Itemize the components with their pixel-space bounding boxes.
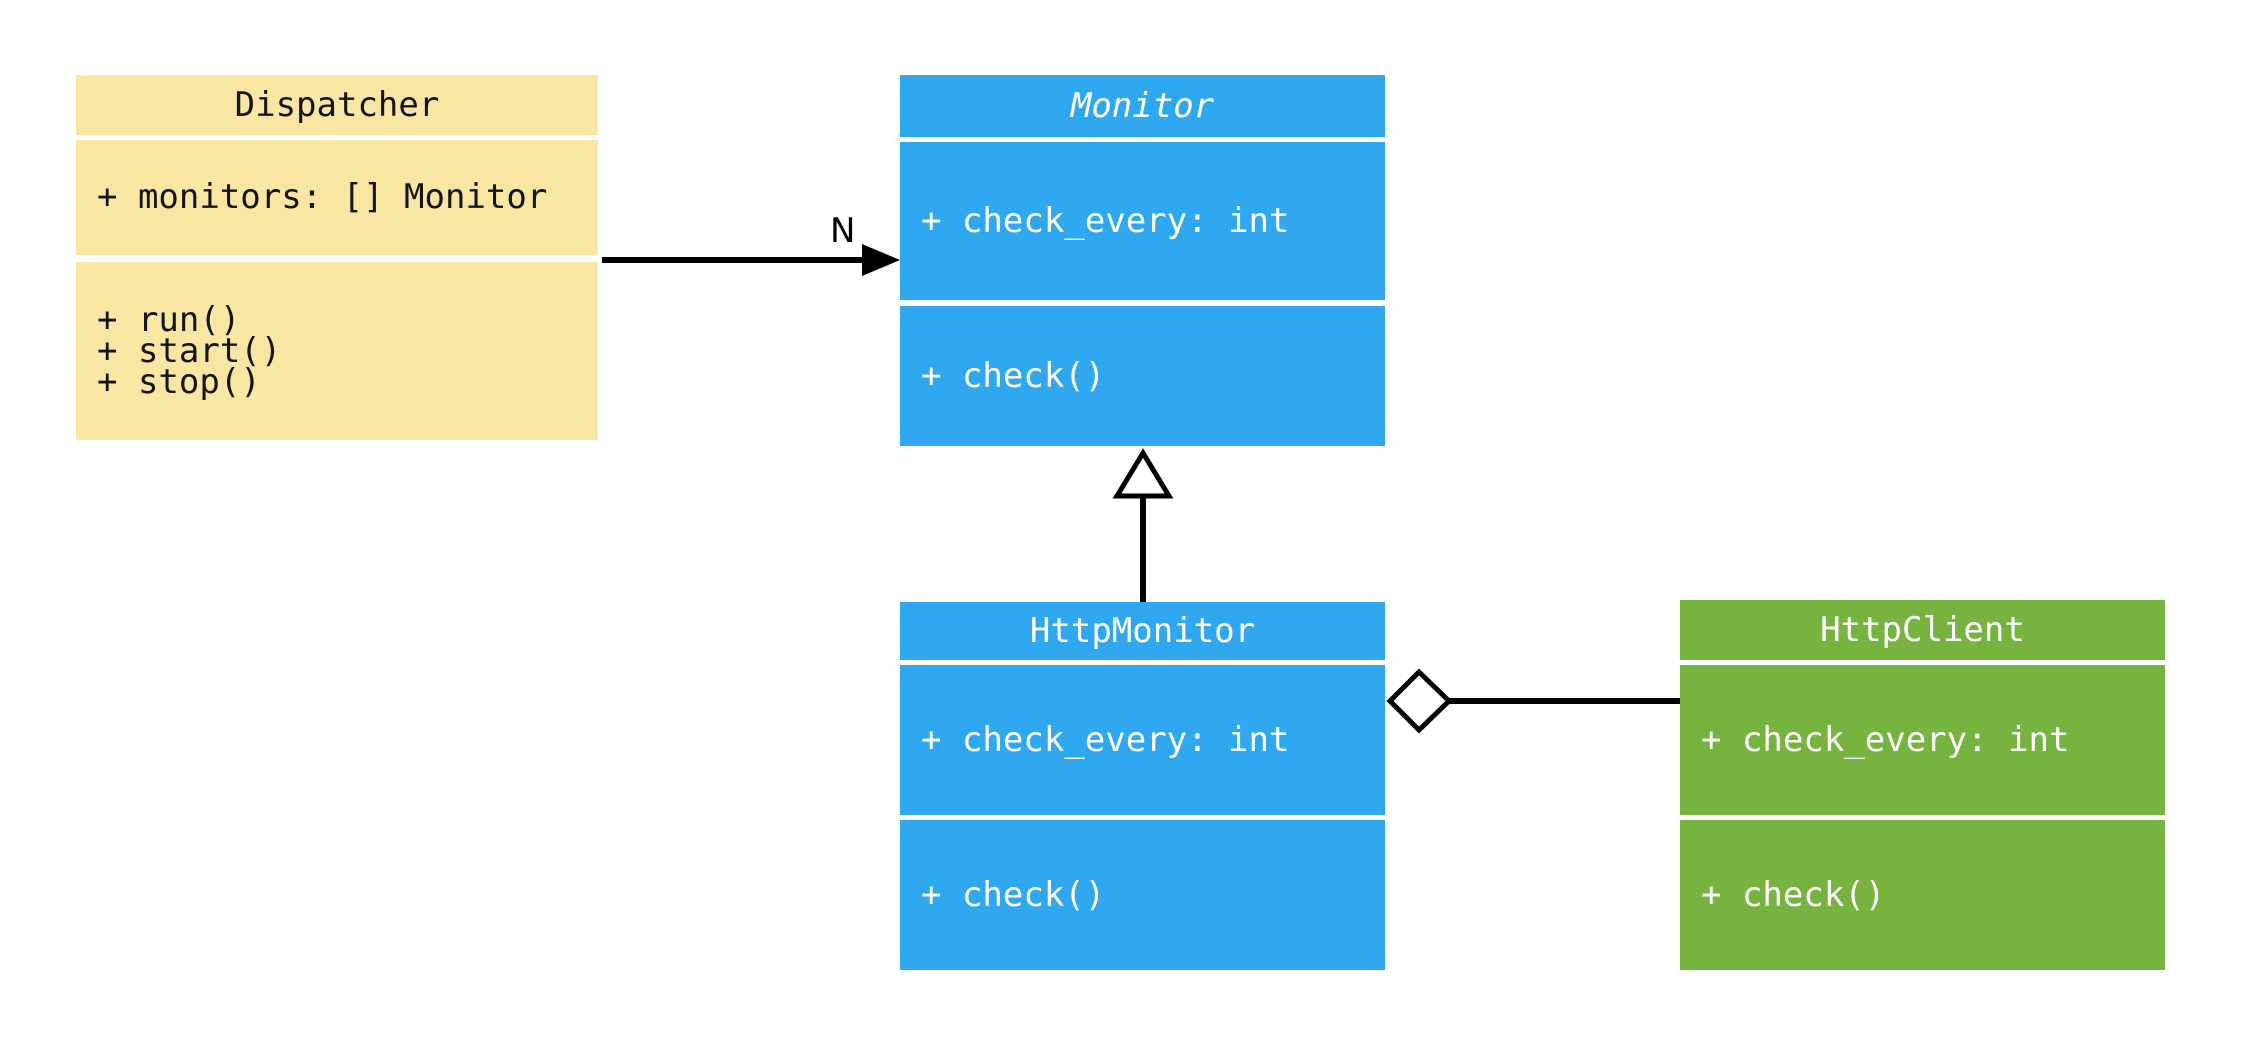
- method-line: + check(): [921, 874, 1106, 915]
- attribute-line: + check_every: int: [1701, 719, 2070, 760]
- class-monitor-attributes: + check_every: int: [900, 142, 1385, 300]
- method-line: + check(): [1701, 874, 1886, 915]
- aggregation-diamond-icon: [1386, 668, 1453, 734]
- class-dispatcher-attributes: + monitors: [] Monitor: [76, 140, 598, 255]
- class-httpmonitor-methods: + check(): [900, 820, 1385, 970]
- class-monitor: Monitor + check_every: int + check(): [900, 75, 1385, 446]
- class-httpclient-title: HttpClient: [1680, 600, 2165, 660]
- attribute-line: + monitors: [] Monitor: [97, 177, 548, 217]
- class-dispatcher-title: Dispatcher: [76, 75, 598, 135]
- association-edge-dispatcher-monitor: [602, 244, 900, 276]
- association-multiplicity-label: N: [830, 211, 856, 251]
- class-httpclient-attributes: + check_every: int: [1680, 665, 2165, 815]
- class-monitor-methods: + check(): [900, 306, 1385, 446]
- attribute-line: + check_every: int: [921, 719, 1290, 760]
- method-line: + start(): [97, 330, 282, 371]
- method-line: + check(): [921, 355, 1106, 396]
- method-line: + run(): [97, 299, 241, 340]
- class-dispatcher: Dispatcher + monitors: [] Monitor + run(…: [76, 75, 598, 440]
- inheritance-edge-httpmonitor-monitor: [1112, 448, 1174, 603]
- class-httpmonitor-title: HttpMonitor: [900, 602, 1385, 660]
- aggregation-edge-httpmonitor-httpclient: [1386, 668, 1681, 734]
- method-line: + stop(): [97, 361, 261, 402]
- class-httpclient: HttpClient + check_every: int + check(): [1680, 600, 2165, 970]
- class-httpmonitor: HttpMonitor + check_every: int + check(): [900, 602, 1385, 970]
- class-dispatcher-methods: + run() + start() + stop(): [76, 262, 598, 440]
- class-monitor-title: Monitor: [900, 75, 1385, 137]
- attribute-line: + check_every: int: [921, 200, 1290, 241]
- inheritance-triangle-icon: [1112, 448, 1174, 499]
- class-httpclient-methods: + check(): [1680, 820, 2165, 970]
- association-arrowhead-icon: [862, 244, 900, 276]
- class-httpmonitor-attributes: + check_every: int: [900, 665, 1385, 815]
